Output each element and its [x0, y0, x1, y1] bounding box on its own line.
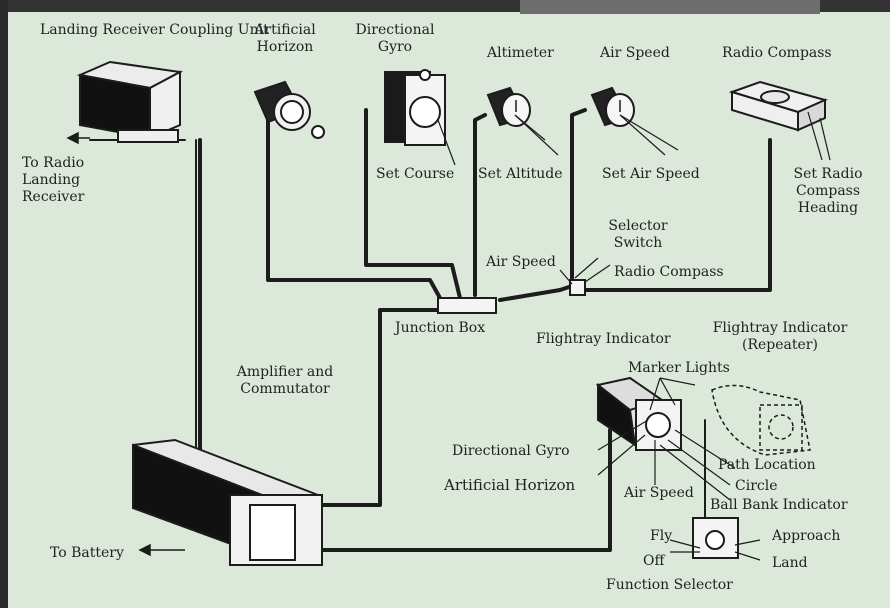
- label-air-speed-selector: Air Speed: [486, 254, 556, 270]
- label-land: Land: [772, 555, 808, 571]
- coupling-unit-shape: [76, 60, 184, 143]
- label-circle: Circle: [735, 478, 778, 494]
- label-fly: Fly: [650, 528, 673, 544]
- label-approach: Approach: [772, 528, 841, 544]
- label-function-selector: Function Selector: [606, 577, 733, 593]
- label-air-speed-bottom: Air Speed: [624, 485, 694, 501]
- directional-gyro-shape: [384, 69, 446, 146]
- label-flightray-indicator-repeater: Flightray Indicator (Repeater): [712, 320, 848, 353]
- label-marker-lights: Marker Lights: [628, 360, 730, 376]
- label-set-air-speed: Set Air Speed: [602, 166, 700, 182]
- pointer-lines: [437, 111, 831, 561]
- label-set-radio-compass-heading: Set Radio Compass Heading: [793, 166, 863, 216]
- label-flightray-indicator: Flightray Indicator: [536, 331, 671, 347]
- label-off: Off: [643, 553, 665, 569]
- label-radio-compass-selector: Radio Compass: [614, 264, 724, 280]
- label-directional-gyro-top: Directional Gyro: [355, 22, 435, 55]
- label-radio-compass-top: Radio Compass: [722, 45, 832, 61]
- cable-coupling-amplifier: [198, 138, 234, 502]
- label-amplifier-and-commutator: Amplifier and Commutator: [236, 364, 334, 397]
- label-artificial-horizon-bottom: Artificial Horizon: [444, 476, 576, 494]
- flightray-indicator-shape: [595, 376, 682, 451]
- label-path-location: Path Location: [718, 457, 816, 473]
- selector-switch-shape: [569, 279, 586, 296]
- label-to-battery: To Battery: [50, 545, 124, 561]
- label-directional-gyro-bottom: Directional Gyro: [452, 443, 570, 459]
- label-air-speed-top: Air Speed: [600, 45, 670, 61]
- label-selector-switch: Selector Switch: [608, 218, 668, 251]
- cable-horizon-junction: [266, 113, 442, 300]
- label-set-course: Set Course: [376, 166, 455, 182]
- label-set-altitude: Set Altitude: [478, 166, 563, 182]
- cable-junction-selector: [498, 283, 577, 302]
- repeater-shape: [711, 384, 811, 456]
- label-altimeter: Altimeter: [487, 45, 554, 61]
- cable-altimeter-junction: [473, 113, 487, 297]
- cable-amplifier-indicator: [320, 428, 612, 552]
- arrows: [66, 131, 185, 557]
- altimeter-shape: [486, 86, 531, 127]
- label-artificial-horizon-top: Artificial Horizon: [254, 22, 316, 55]
- cable-junction-amplifier: [320, 308, 442, 507]
- label-junction-box: Junction Box: [395, 320, 486, 336]
- junction-box-shape: [437, 297, 497, 314]
- cable-selector-compass: [578, 138, 772, 292]
- artificial-horizon-shape: [253, 80, 325, 139]
- air-speed-shape: [590, 86, 635, 127]
- amplifier-shape: [132, 438, 323, 566]
- left-border: [0, 0, 8, 608]
- photo-strip: [520, 0, 820, 14]
- cable-gyro-junction: [364, 108, 462, 300]
- radio-compass-shape: [728, 80, 828, 132]
- label-landing-receiver-coupling-unit: Landing Receiver Coupling Unit: [40, 22, 269, 38]
- function-selector-shape: [692, 517, 739, 559]
- cable-airspeed-selector: [570, 108, 587, 282]
- label-to-radio-landing-receiver: To Radio Landing Receiver: [22, 155, 85, 205]
- label-ball-bank-indicator: Ball Bank Indicator: [710, 497, 848, 513]
